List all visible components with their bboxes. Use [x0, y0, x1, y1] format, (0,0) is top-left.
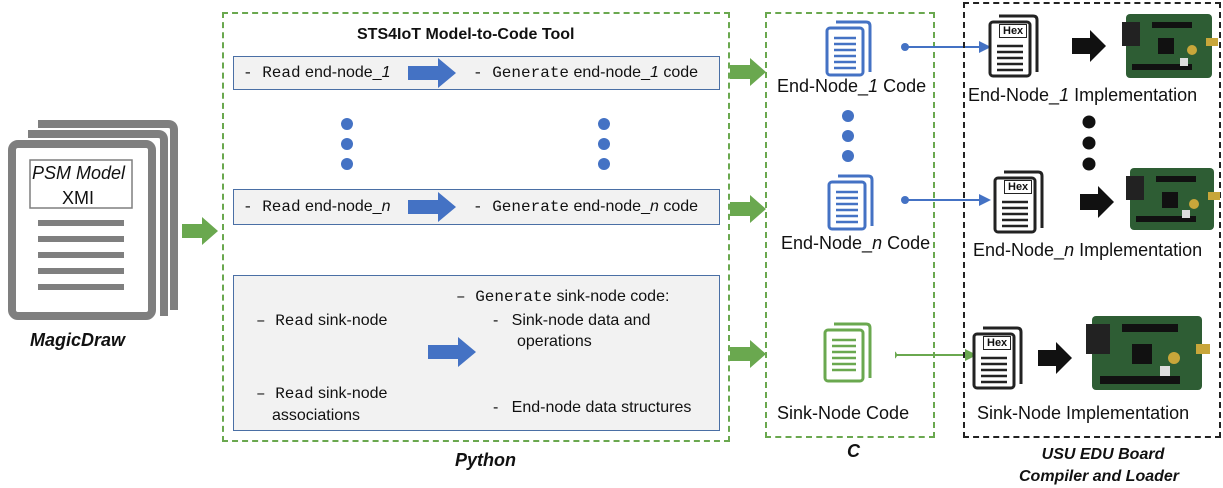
read-end-node-n: - Read end-node_n [243, 198, 391, 216]
sink-node-implementation-label: Sink-Node Implementation [977, 403, 1190, 423]
read-sink-node-associations: – Read sink-node associations [256, 385, 388, 424]
blue-arrow-icon [428, 337, 476, 367]
board-panel [963, 2, 1221, 438]
model-to-code-tool-panel [222, 12, 730, 442]
psm-document [8, 120, 183, 320]
end-node-1-row [233, 56, 720, 90]
end-node-n-implementation-label: End-Node_n Implementation [973, 240, 1203, 260]
sink-node-box [233, 275, 720, 431]
green-arrow-icon [730, 195, 766, 223]
green-arrow-icon [182, 217, 218, 245]
psm-document-icon [8, 120, 178, 320]
end-node-n-row [233, 189, 720, 225]
magicdraw-caption: MagicDraw [30, 330, 126, 350]
ellipsis-dots-icon [598, 118, 610, 170]
green-arrow-icon [730, 340, 766, 368]
psm-model-title: PSM Model [32, 163, 126, 183]
board-image [1122, 14, 1218, 78]
read-end-node-1: - Read end-node_1 [243, 64, 391, 82]
ellipsis-dots-icon [1082, 115, 1096, 171]
read-sink-node: – Read sink-node [256, 312, 388, 330]
connector-arrows [895, 41, 991, 361]
hex-label: Hex [999, 24, 1028, 38]
board-image [1126, 168, 1220, 230]
black-arrow-icon [1072, 30, 1106, 62]
end-node-1-code-label: End-Node_1 Code [777, 76, 927, 96]
board-caption: USU EDU Board Compiler and Loader [1018, 446, 1180, 485]
blue-arrow-icon [408, 192, 456, 222]
c-code-panel [765, 12, 935, 438]
code-file-icon [823, 322, 872, 383]
ellipsis-dots-icon [341, 118, 353, 170]
hex-label: Hex [1004, 180, 1033, 194]
board-image [1086, 316, 1210, 390]
sink-bullet-data-operations: - Sink-node data and operations [493, 312, 651, 350]
code-file-icon [827, 174, 874, 231]
code-file-icon [825, 20, 872, 77]
psm-model-format: XMI [62, 188, 95, 208]
sink-bullet-end-node-structures: - End-node data structures [493, 399, 692, 416]
ellipsis-dots-icon [842, 110, 854, 162]
tool-title: STS4IoT Model-to-Code Tool [357, 26, 575, 43]
generate-sink-node-code: – Generate sink-node code: [456, 288, 670, 306]
generate-end-node-n: - Generate end-node_n code [473, 198, 699, 216]
sink-node-code-label: Sink-Node Code [777, 403, 910, 423]
end-node-1-implementation-label: End-Node_1 Implementation [968, 85, 1198, 105]
green-arrow-icon [730, 58, 766, 86]
end-node-n-code-label: End-Node_n Code [781, 233, 931, 253]
generate-end-node-1: - Generate end-node_1 code [473, 64, 699, 82]
hex-label: Hex [983, 336, 1012, 350]
black-arrow-icon [1038, 342, 1072, 374]
python-caption: Python [455, 450, 516, 470]
black-arrow-icon [1080, 186, 1114, 218]
c-caption: C [847, 441, 860, 461]
blue-arrow-icon [408, 58, 456, 88]
